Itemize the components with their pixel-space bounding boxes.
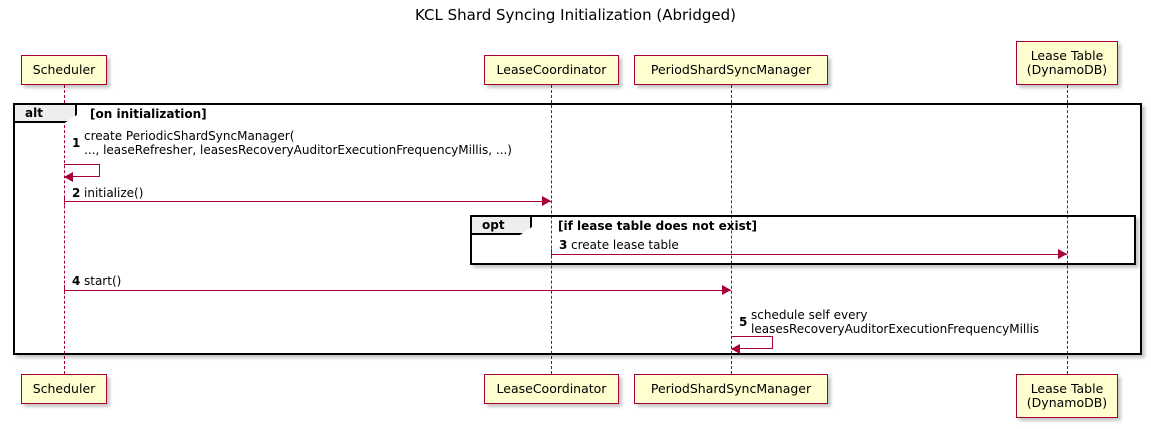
message-1-label: create PeriodicShardSyncManager( ..., le… <box>84 129 512 157</box>
message-4-line <box>64 290 731 291</box>
lifeline-lease-coordinator <box>551 85 552 374</box>
lifeline-period-shard-sync-manager <box>731 85 732 374</box>
message-4-tail <box>64 285 65 294</box>
message-4-arrowhead <box>722 285 731 295</box>
participant-lease-table-bottom[interactable]: Lease Table (DynamoDB) <box>1016 374 1118 418</box>
participant-scheduler-bottom[interactable]: Scheduler <box>21 374 107 404</box>
message-5-label: schedule self every leasesRecoveryAudito… <box>751 308 1040 336</box>
message-2-label: initialize() <box>84 186 144 200</box>
message-4-number: 4 <box>72 274 81 288</box>
fragment-opt-condition: [if lease table does not exist] <box>558 219 758 233</box>
message-2-tail <box>64 196 65 205</box>
message-3-number: 3 <box>559 238 568 252</box>
message-3-tail <box>551 249 552 258</box>
participant-lease-table-top[interactable]: Lease Table (DynamoDB) <box>1016 41 1118 85</box>
message-1-self-loop <box>64 164 100 177</box>
lifeline-lease-table <box>1067 85 1068 374</box>
message-3-line <box>551 254 1067 255</box>
message-1-number: 1 <box>72 136 81 150</box>
fragment-alt-tab: alt <box>15 105 77 123</box>
message-2-number: 2 <box>72 186 81 200</box>
message-3-arrowhead <box>1058 249 1067 259</box>
participant-scheduler-top[interactable]: Scheduler <box>21 55 107 85</box>
fragment-opt <box>470 215 1136 265</box>
fragment-alt-condition: [on initialization] <box>90 107 207 121</box>
participant-period-shard-sync-manager-bottom[interactable]: PeriodShardSyncManager <box>634 374 828 404</box>
fragment-opt-tab: opt <box>472 217 532 235</box>
message-1-arrowhead <box>64 172 73 182</box>
message-5-self-loop <box>731 336 773 349</box>
message-2-arrowhead <box>542 196 551 206</box>
message-3-label: create lease table <box>571 238 679 252</box>
participant-lease-coordinator-top[interactable]: LeaseCoordinator <box>484 55 619 85</box>
lifeline-scheduler <box>64 85 65 374</box>
fragment-alt <box>13 103 1142 355</box>
message-2-line <box>64 201 551 202</box>
message-4-label: start() <box>84 274 122 288</box>
message-5-arrowhead <box>731 344 740 354</box>
message-5-number: 5 <box>739 315 748 329</box>
participant-period-shard-sync-manager-top[interactable]: PeriodShardSyncManager <box>634 55 828 85</box>
diagram-title: KCL Shard Syncing Initialization (Abridg… <box>415 6 736 24</box>
participant-lease-coordinator-bottom[interactable]: LeaseCoordinator <box>484 374 619 404</box>
